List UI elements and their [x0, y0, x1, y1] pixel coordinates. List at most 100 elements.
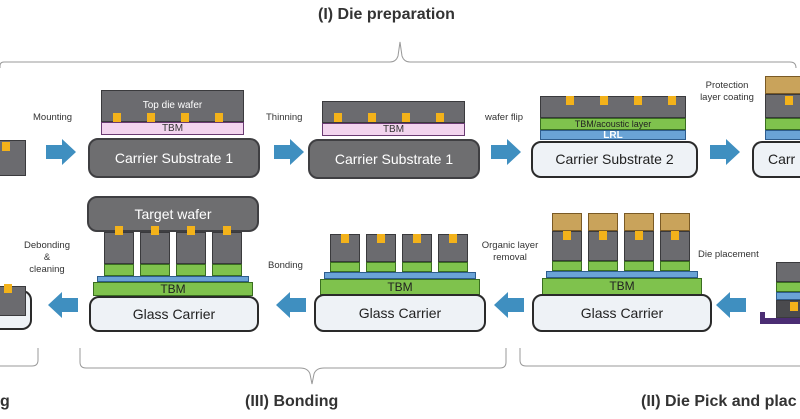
bonding-bracket: [0, 348, 800, 385]
pick-tool-post: [760, 312, 765, 324]
lrl-strip: [97, 276, 249, 282]
carrier-substrate-1: Carrier Substrate 1: [88, 138, 260, 178]
step-label-organic-line2: removal: [493, 252, 527, 263]
die-protection-cap: [588, 213, 618, 231]
step-label-bonding: Bonding: [268, 260, 303, 271]
tbm-layer: TBM: [322, 123, 465, 136]
die-protection-cap: [660, 213, 690, 231]
bond-pad: [113, 113, 121, 122]
arrow-left-icon: [494, 292, 524, 318]
die-acoustic-layer: [402, 262, 432, 272]
carrier-substrate-2: Carrier Substrate 2: [531, 141, 698, 178]
arrow-right-icon: [491, 139, 521, 165]
tbm-acoustic-layer-partial: [765, 118, 800, 130]
die-protection-cap: [624, 213, 654, 231]
die-acoustic-layer: [212, 264, 242, 276]
pick-die-partial: [776, 262, 800, 282]
bond-pad: [2, 142, 10, 151]
die-acoustic-layer: [552, 261, 582, 271]
section-title-die-pick-and-place: (II) Die Pick and plac: [641, 393, 797, 410]
die-acoustic-layer: [140, 264, 170, 276]
bond-pad: [671, 231, 679, 240]
tbm-layer: TBM: [101, 122, 244, 135]
bond-pad: [223, 226, 231, 235]
carrier-substrate-partial: Carr: [752, 141, 800, 178]
bond-pad: [599, 231, 607, 240]
glass-carrier: Glass Carrier: [314, 294, 486, 332]
bond-pad: [377, 234, 385, 243]
bond-pad: [151, 226, 159, 235]
bond-pad: [634, 96, 642, 105]
protected-wafer-layer: [765, 94, 800, 118]
step-label-thinning: Thinning: [266, 112, 303, 123]
step-label-mounting: Mounting: [33, 112, 73, 123]
top-die-wafer-layer: Top die wafer: [101, 90, 244, 122]
die-acoustic-layer: [588, 261, 618, 271]
protection-layer: [765, 76, 800, 94]
step-label-protection: Protection layer coating: [692, 80, 762, 104]
die-acoustic-layer: [176, 264, 206, 276]
bond-pad: [334, 113, 342, 122]
die: [176, 232, 206, 264]
step-label-debonding-line2: &: [43, 252, 51, 263]
pick-tool-base: [760, 318, 800, 324]
die-preparation-bracket: [0, 41, 797, 69]
bond-pad: [635, 231, 643, 240]
lrl-strip: [324, 272, 476, 279]
step-label-protection-line2: layer coating: [700, 92, 754, 103]
section-title-left-partial: g: [0, 393, 10, 410]
bond-pad: [436, 113, 444, 122]
section-title-bonding: (III) Bonding: [245, 393, 339, 410]
tbm-layer: TBM: [542, 278, 702, 295]
bond-pad: [341, 234, 349, 243]
step-label-protection-line1: Protection: [705, 80, 749, 91]
tbm-acoustic-layer: TBM/acoustic layer: [540, 118, 686, 130]
arrow-right-icon: [710, 139, 740, 165]
bond-pad: [413, 234, 421, 243]
step-label-debonding-line1: Debonding: [24, 240, 70, 251]
arrow-left-icon: [276, 292, 306, 318]
die: [104, 232, 134, 264]
bond-pad: [147, 113, 155, 122]
step-label-debonding-line3: cleaning: [29, 264, 65, 275]
tbm-layer: TBM: [93, 282, 253, 296]
lrl-layer: LRL: [540, 130, 686, 141]
step-label-die-placement: Die placement: [698, 249, 759, 260]
die-acoustic-layer: [438, 262, 468, 272]
flipped-wafer-layer: [540, 96, 686, 118]
target-wafer: Target wafer: [87, 196, 259, 232]
step-label-organic-removal: Organic layer removal: [475, 240, 545, 264]
arrow-right-icon: [274, 139, 304, 165]
tbm-layer: TBM: [320, 279, 480, 295]
die-acoustic-layer: [624, 261, 654, 271]
glass-carrier: Glass Carrier: [89, 296, 259, 332]
bond-pad: [187, 226, 195, 235]
glass-carrier: Glass Carrier: [532, 294, 712, 332]
arrow-right-icon: [46, 139, 76, 165]
bond-pad: [600, 96, 608, 105]
die-acoustic-layer: [366, 262, 396, 272]
step-label-debonding: Debonding & cleaning: [22, 240, 72, 276]
carrier-substrate-1: Carrier Substrate 1: [308, 139, 480, 179]
arrow-left-icon: [48, 292, 78, 318]
die-acoustic-layer: [660, 261, 690, 271]
bond-pad: [449, 234, 457, 243]
bond-pad: [785, 96, 793, 105]
lrl-layer-partial: [765, 130, 800, 140]
bond-pad: [790, 302, 798, 311]
bond-pad: [4, 284, 12, 293]
section-title-die-preparation: (I) Die preparation: [318, 6, 455, 23]
bond-pad: [181, 113, 189, 122]
lrl-strip: [546, 271, 698, 278]
top-die-wafer-label: Top die wafer: [142, 100, 203, 111]
bond-pad: [668, 96, 676, 105]
bond-pad: [402, 113, 410, 122]
step-label-organic-line1: Organic layer: [481, 240, 539, 251]
die-protection-cap: [552, 213, 582, 231]
bond-pad: [563, 231, 571, 240]
die-acoustic-layer: [104, 264, 134, 276]
arrow-left-icon: [716, 292, 746, 318]
die: [140, 232, 170, 264]
bond-pad: [115, 226, 123, 235]
